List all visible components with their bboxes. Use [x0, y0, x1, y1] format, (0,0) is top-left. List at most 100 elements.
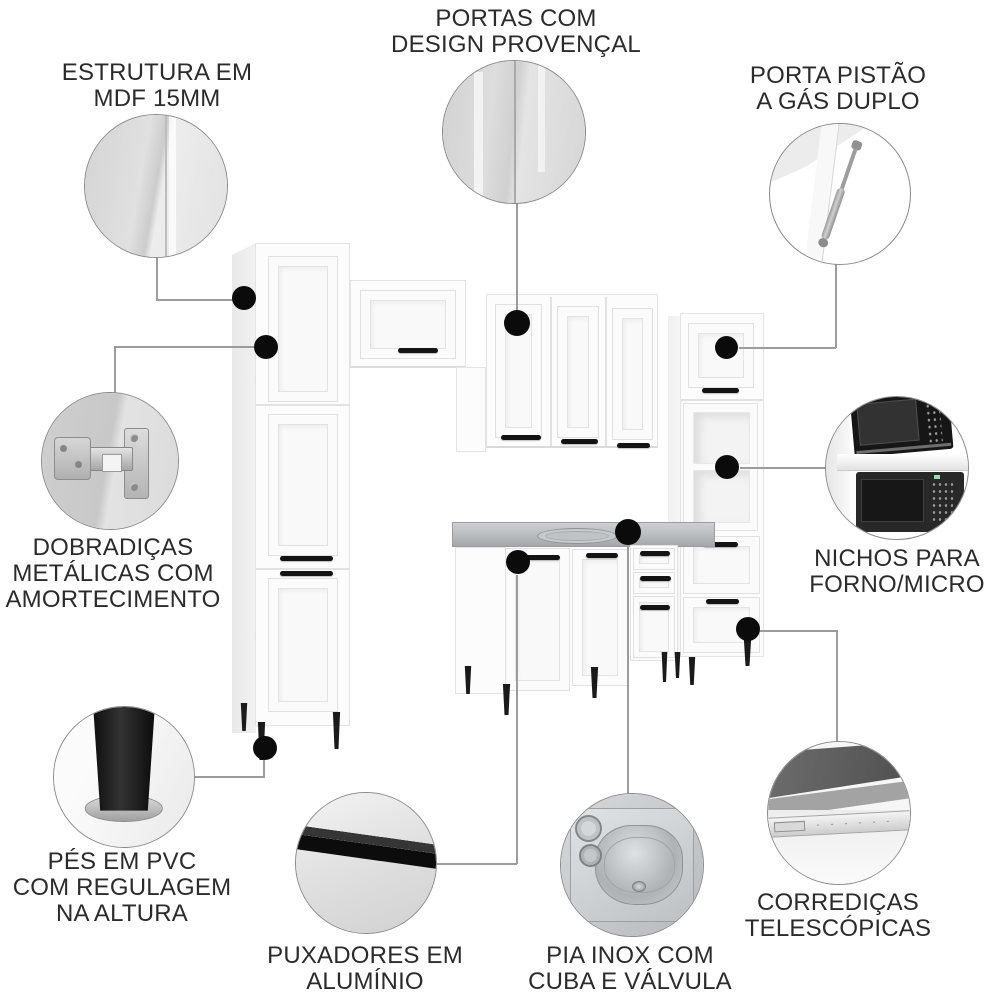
drawer-stack [630, 545, 678, 661]
callout-dot-estrutura [232, 286, 256, 310]
connector-pistao [835, 263, 837, 348]
slide-runner [773, 821, 806, 833]
microwave-window [861, 479, 924, 523]
connector-portas [516, 203, 518, 311]
door-handle [280, 556, 333, 561]
microwave-window [855, 398, 919, 447]
callout-dot-portas [504, 310, 530, 336]
door-divider [605, 297, 607, 446]
wall-door-2 [557, 306, 599, 438]
callout-dot-pia [615, 519, 641, 545]
connector-pistao [739, 347, 836, 349]
label-line: DOBRADIÇAS [32, 534, 194, 561]
sink-basin-inner [603, 836, 675, 894]
cabinet-leg [674, 652, 681, 678]
callout-dot-pes [253, 736, 277, 760]
label-line: A GÁS DUPLO [756, 88, 920, 115]
door-handle [586, 553, 618, 558]
aluminum-handle-icon [295, 792, 437, 934]
drawer-handle [703, 542, 738, 547]
callout-label-nichos: NICHOS PARA FORNO/MICRO [809, 546, 985, 598]
label-line: DESIGN PROVENÇAL [391, 31, 641, 58]
callout-label-dobradicas: DOBRADIÇAS METÁLICAS COM AMORTECIMENTO [5, 535, 220, 613]
connector-nichos [740, 467, 826, 469]
connector-pia [627, 546, 629, 794]
valve-strainer-top [575, 815, 603, 843]
base-sink-unit [452, 518, 716, 718]
door-handle [617, 443, 650, 448]
door-gloss [538, 61, 546, 172]
valve-strainer-bottom [579, 843, 603, 867]
microwave-keypad [931, 480, 956, 523]
connector-puxadores [516, 575, 518, 864]
cabinet-leg [502, 684, 511, 715]
cabinet-rail [256, 404, 349, 406]
hinge-cup [54, 436, 91, 481]
door-seam [514, 61, 516, 203]
callout-label-pes: PÉS EM PVC COM REGULAGEM NA ALTURA [13, 849, 232, 927]
metal-hinge-icon [41, 392, 179, 530]
base-door-1 [505, 548, 570, 691]
door-handle [561, 439, 598, 444]
callout-dot-corredicas [736, 617, 760, 641]
connector-estrutura [156, 299, 233, 301]
hinge-screw [59, 444, 67, 452]
sink-drain [632, 880, 646, 892]
niche-shelf [837, 453, 968, 471]
micro-niche [693, 470, 750, 523]
connector-pes [263, 760, 265, 777]
cabinet-leg [464, 666, 472, 694]
cabinet-leg [661, 652, 668, 682]
panel-seam [164, 115, 167, 257]
label-line: MDF 15MM [93, 85, 221, 112]
label-line: PORTA PISTÃO [749, 62, 927, 89]
wall-door-3 [612, 308, 653, 440]
cabinet-leg [332, 712, 341, 749]
cabinet-leg [688, 657, 696, 685]
hinge-screw [130, 433, 139, 442]
pvc-foot-icon [53, 706, 195, 848]
bridge-cabinet [350, 280, 466, 368]
connector-estrutura [156, 256, 158, 300]
connector-dobradicas [114, 346, 116, 393]
connector-corredicas [760, 630, 838, 632]
callout-dot-puxadores [506, 550, 530, 574]
cabinet-leg [240, 703, 248, 731]
drawer-handle [640, 605, 670, 610]
label-line: CORREDIÇAS [756, 889, 920, 916]
cabinet-leg [743, 640, 752, 666]
connector-corredicas [836, 630, 838, 742]
hinge-screw [74, 461, 82, 468]
connector-dobradicas [115, 346, 254, 348]
door-handle [280, 571, 333, 576]
door-gloss [474, 72, 484, 203]
microwave-bottom [855, 472, 964, 532]
callout-label-estrutura: ESTRUTURA EM MDF 15MM [62, 60, 252, 112]
sink-cutout-inner [545, 531, 609, 541]
hinge-screw [130, 482, 139, 491]
telescopic-slide-icon [767, 741, 911, 885]
microwave-led [933, 475, 940, 480]
label-line: PORTAS COM [435, 5, 597, 32]
callout-dot-nichos [715, 455, 739, 479]
drawer-handle [640, 551, 670, 556]
callout-label-puxadores: PUXADORES EM ALUMÍNIO [267, 943, 463, 995]
label-line: NICHOS PARA [814, 545, 980, 572]
door-handle [702, 388, 739, 393]
foot-cylinder [92, 707, 156, 811]
label-line: FORNO/MICRO [809, 571, 985, 598]
door-divider [550, 297, 552, 446]
door-handle [501, 435, 541, 440]
microwave-top [849, 397, 954, 459]
door-handle [398, 348, 438, 353]
microwave-niche-icon [825, 396, 969, 540]
gas-piston-icon [769, 123, 911, 265]
inox-sink-icon [560, 793, 704, 937]
mdf-surface [85, 115, 227, 257]
callout-label-portas: PORTAS COM DESIGN PROVENÇAL [391, 6, 641, 58]
label-line: PÉS EM PVC [47, 848, 197, 875]
microwave-buttons [922, 397, 943, 443]
callout-dot-dobradicas [254, 335, 278, 359]
